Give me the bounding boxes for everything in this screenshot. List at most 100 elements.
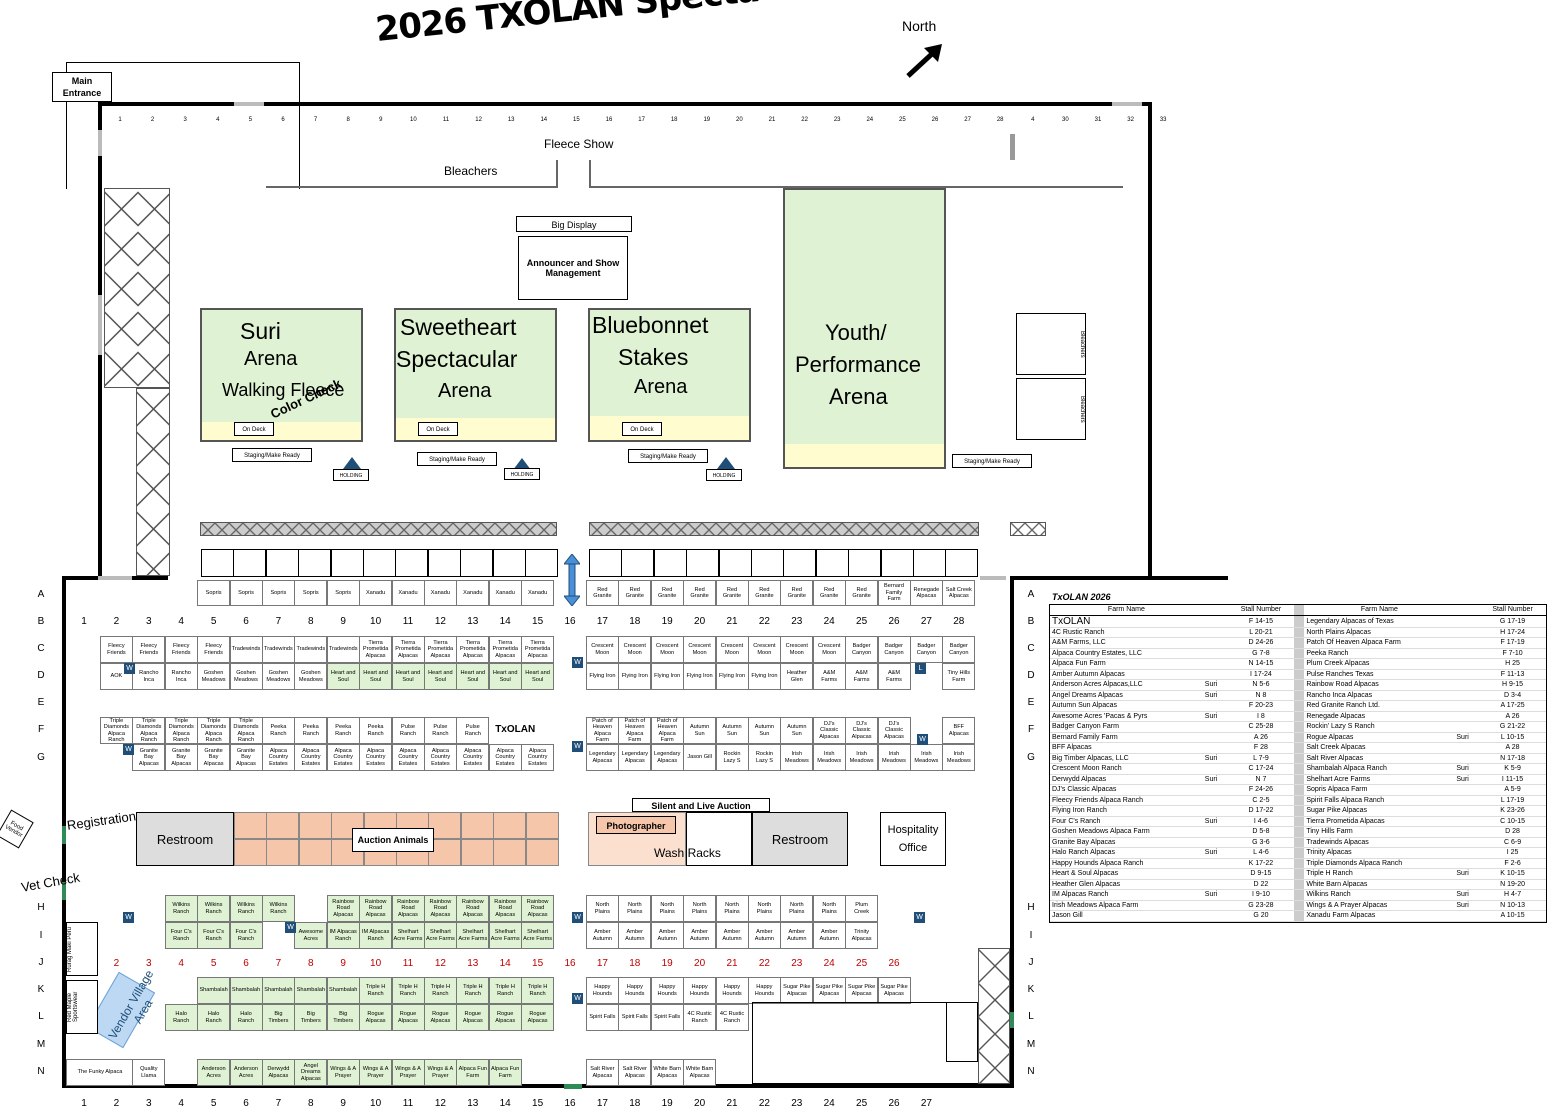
legend-cell: North Plains Alpacas bbox=[1304, 627, 1455, 638]
row-j-number: 14 bbox=[499, 958, 511, 969]
legend-cell: Suri bbox=[1202, 816, 1228, 827]
stall: Amber Autumn bbox=[683, 922, 717, 949]
legend-cell bbox=[1202, 700, 1228, 712]
staging-2: Staging/Make Ready bbox=[417, 452, 497, 466]
top-col-number: 5 bbox=[248, 117, 253, 123]
stall: Rainbow Road Alpacas bbox=[488, 895, 522, 922]
stall: Shambalah bbox=[261, 977, 295, 1004]
legend-cell bbox=[1294, 879, 1305, 890]
stall: Fleecy Friends bbox=[197, 636, 231, 663]
top-col-number: 11 bbox=[442, 117, 450, 123]
empty-pen bbox=[815, 549, 849, 577]
top-col-number: 32 bbox=[1127, 117, 1134, 123]
stall: Anderson Acres bbox=[197, 1059, 231, 1086]
stall: Tierra Prometida Alpacas bbox=[391, 636, 425, 663]
row-j-number: 13 bbox=[467, 958, 479, 969]
double-arrow-icon bbox=[564, 554, 580, 606]
legend-header-cell bbox=[1454, 605, 1480, 616]
sweetheart-t1: Sweetheart bbox=[400, 314, 517, 340]
bottom-col-number: 25 bbox=[856, 1098, 868, 1109]
row-letter-right: B bbox=[1027, 616, 1035, 627]
row-b-number: 23 bbox=[791, 616, 803, 627]
row-b-number: 5 bbox=[210, 616, 217, 627]
stall: 4C Rustic Ranch bbox=[715, 1004, 749, 1031]
stall: Flying Iron bbox=[715, 663, 749, 690]
row-letter-right: C bbox=[1027, 643, 1035, 654]
empty-pen bbox=[621, 549, 655, 577]
row-b-number: 27 bbox=[920, 616, 932, 627]
legend-cell: Renegade Alpacas bbox=[1304, 711, 1455, 722]
stall: Happy Hounds bbox=[715, 977, 749, 1004]
stall: Triple H Ranch bbox=[391, 977, 425, 1004]
empty-pen bbox=[363, 549, 396, 577]
top-col-number: 24 bbox=[866, 117, 874, 123]
legend-cell bbox=[1202, 637, 1228, 649]
stall: Triple H Ranch bbox=[359, 977, 393, 1004]
legend-cell: Tradewinds Alpacas bbox=[1304, 837, 1455, 848]
door-left bbox=[98, 130, 102, 156]
stall: Red Granite bbox=[747, 580, 781, 606]
row-letter-right: F bbox=[1027, 724, 1035, 735]
legend-cell bbox=[1294, 648, 1305, 659]
stall: Rainbow Road Alpacas bbox=[456, 895, 490, 922]
stall: Crescent Moon bbox=[618, 636, 652, 663]
stall: Autumn Sun bbox=[683, 717, 717, 744]
legend-cell: N 8 bbox=[1227, 690, 1295, 701]
stall: Badger Canyon bbox=[877, 636, 911, 663]
stall: Red Granite bbox=[683, 580, 717, 606]
stall: Fleecy Friends bbox=[132, 636, 166, 663]
stall: Rancho Inca bbox=[164, 663, 198, 690]
stall: Wings & A Prayer bbox=[423, 1059, 457, 1086]
main-entrance: Main Entrance bbox=[52, 72, 112, 102]
legend-cell bbox=[1454, 879, 1480, 890]
legend-cell bbox=[1454, 826, 1480, 838]
stall: Sopris bbox=[326, 580, 360, 606]
legend-cell: Wilkins Ranch bbox=[1304, 889, 1455, 901]
scaffold-left-lower bbox=[136, 388, 170, 576]
stall: Triple Diamonds Alpaca Ranch bbox=[164, 717, 198, 744]
youth-yellow bbox=[785, 444, 944, 467]
top-col-number: 1 bbox=[118, 117, 122, 123]
stall: Sopris bbox=[229, 580, 263, 606]
legend-cell bbox=[1294, 711, 1305, 722]
stall: Granite Bay Alpacas bbox=[132, 744, 166, 771]
legend-cell: Plum Creek Alpacas bbox=[1304, 658, 1455, 670]
bottom-col-number: 21 bbox=[726, 1098, 738, 1109]
stall: Peeka Ranch bbox=[294, 717, 328, 744]
stall: Rainbow Road Alpacas bbox=[391, 895, 425, 922]
legend-cell: H 9-15 bbox=[1479, 679, 1546, 691]
stall: Wings & A Prayer bbox=[391, 1059, 425, 1086]
stall: Crescent Moon bbox=[812, 636, 846, 663]
row-b-number: 24 bbox=[823, 616, 835, 627]
stall: Alpaca Country Estates bbox=[521, 744, 555, 771]
top-col-number: 18 bbox=[670, 117, 678, 123]
empty-pen bbox=[298, 549, 332, 577]
bottom-col-number: 16 bbox=[564, 1098, 576, 1109]
bottom-col-number: 20 bbox=[694, 1098, 706, 1109]
auction-pen bbox=[234, 812, 267, 839]
legend-cell: D 24-26 bbox=[1227, 637, 1295, 649]
stall: Heart and Soul bbox=[423, 663, 457, 690]
stall: A&M Farms bbox=[845, 663, 879, 690]
legend-cell bbox=[1454, 784, 1480, 796]
stall: Granite Bay Alpacas bbox=[229, 744, 263, 771]
empty-pen bbox=[265, 549, 299, 577]
legend-cell: Suri bbox=[1202, 679, 1228, 691]
stall: Rogue Alpacas bbox=[359, 1004, 393, 1031]
legend-cell: Xanadu Farm Alpacas bbox=[1304, 910, 1455, 922]
stall: Patch of Heaven Alpaca Farm bbox=[618, 717, 652, 744]
top-col-number: 4 bbox=[216, 117, 220, 123]
legend-cell: L 20-21 bbox=[1227, 627, 1295, 638]
blue-yellow bbox=[590, 416, 749, 440]
stall: Pulse Ranch bbox=[423, 717, 457, 744]
rurag-maki-peru: Rurag Maki Peru bbox=[66, 922, 98, 976]
legend-cell: D 17-22 bbox=[1227, 805, 1295, 817]
stall: Crescent Moon bbox=[715, 636, 749, 663]
auction-pen bbox=[525, 812, 559, 839]
stall: Heart and Soul bbox=[521, 663, 555, 690]
